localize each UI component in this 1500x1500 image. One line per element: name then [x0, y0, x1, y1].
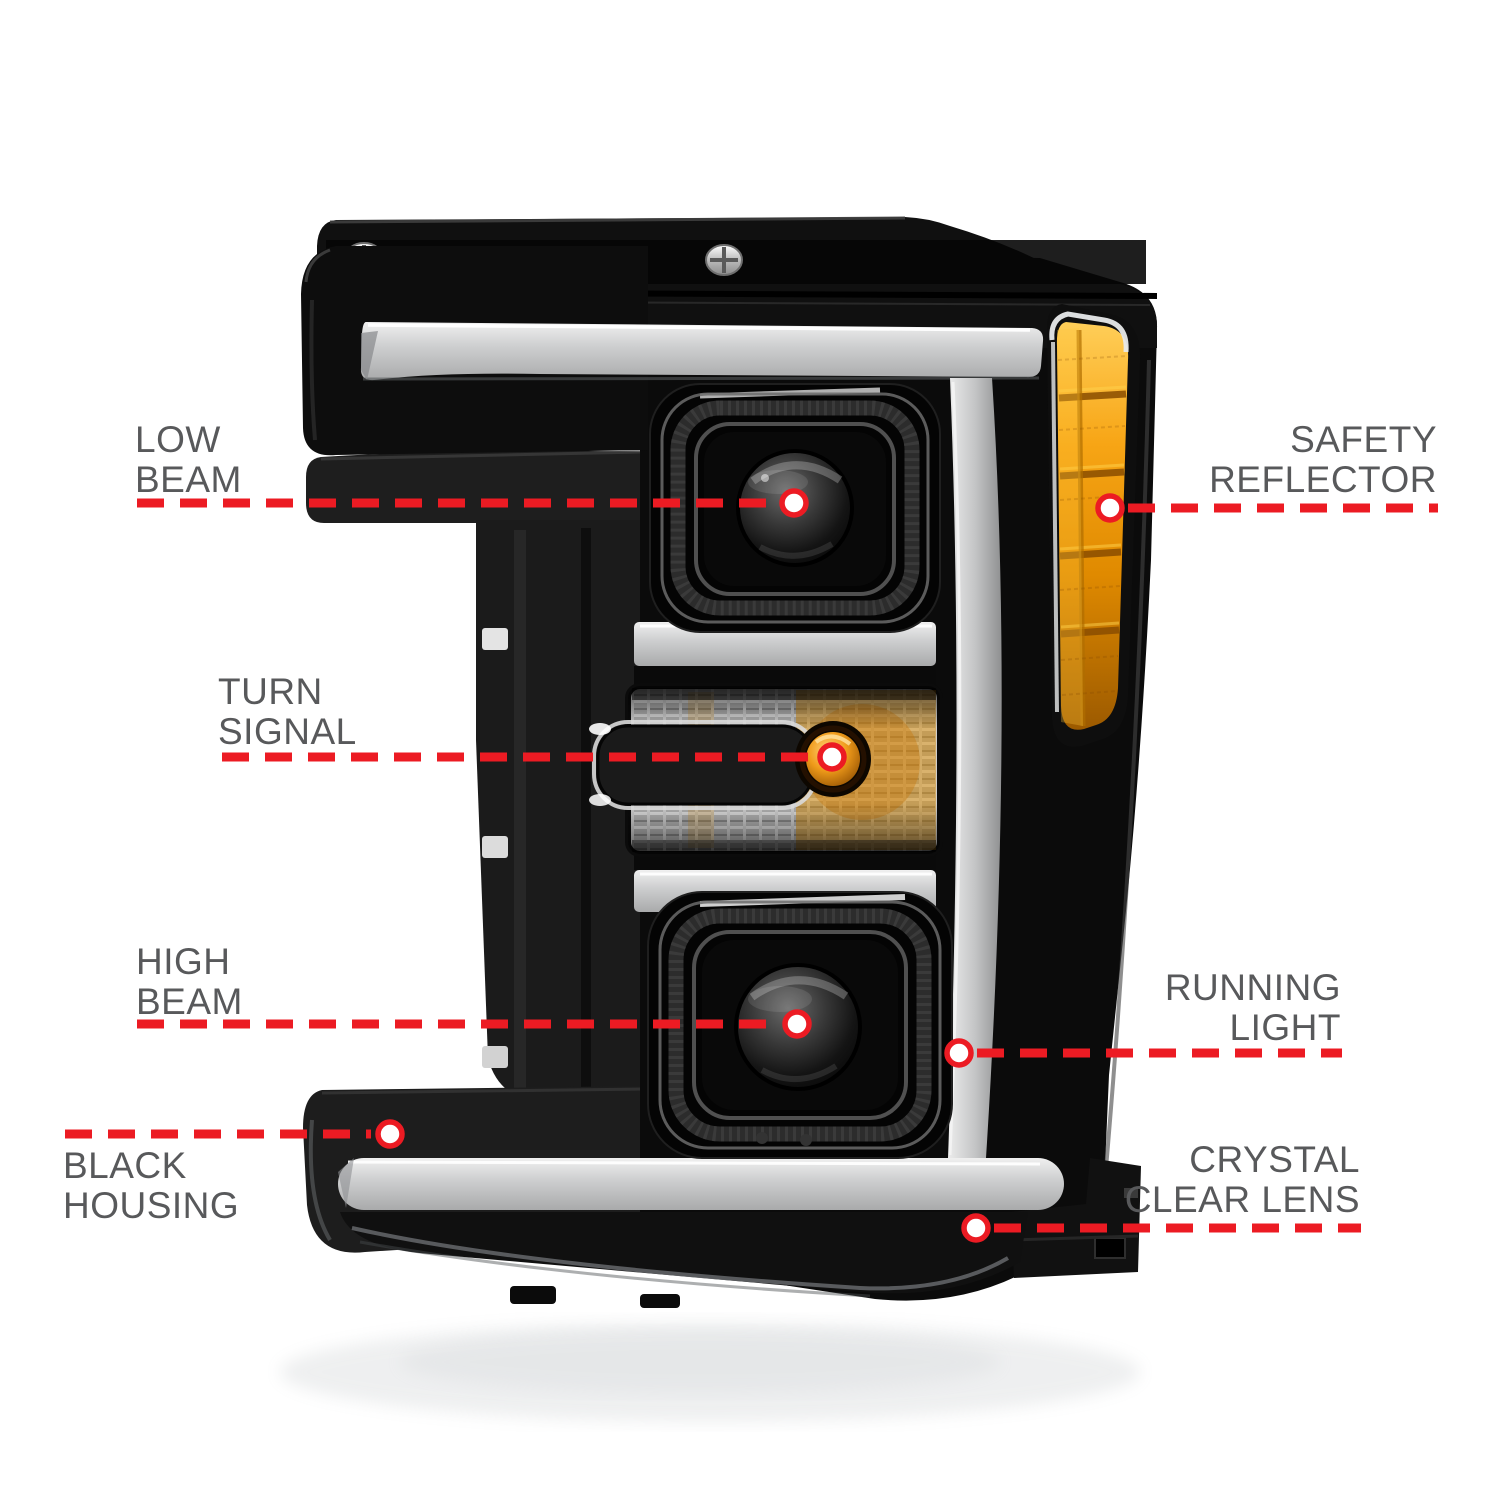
running-light-label: RUNNING LIGHT [1164, 967, 1341, 1048]
running-light-marker-dot [944, 1038, 974, 1068]
drl-bottom-bar [338, 1158, 1064, 1210]
clear-lens-bottom [308, 1119, 1028, 1308]
screw-icon [705, 244, 743, 276]
safety-reflector-marker-dot [1095, 493, 1125, 523]
turn-signal-marker-dot [817, 742, 847, 772]
mounting-bracket [1011, 1158, 1141, 1278]
black-housing-marker-dot [375, 1119, 405, 1149]
turn-signal-lens [589, 683, 943, 857]
high-beam-label: HIGH BEAM [136, 941, 243, 1022]
drl-right-bar [948, 378, 1002, 1158]
drl-top-bar [360, 322, 1044, 381]
crystal-clear-lens-label: CRYSTAL CLEAR LENS [1124, 1139, 1360, 1220]
reflection-shadow [280, 1322, 1140, 1422]
black-housing-label: BLACK HOUSING [63, 1145, 240, 1226]
low-beam-marker-dot [779, 488, 809, 518]
low-beam-label: LOW BEAM [135, 419, 242, 500]
side-safety-reflector [1046, 304, 1141, 747]
high-beam-marker-dot [782, 1009, 812, 1039]
safety-reflector-label: SAFETY REFLECTOR [1209, 419, 1437, 500]
crystal-clear-lens-marker-dot [961, 1213, 991, 1243]
turn-signal-label: TURN SIGNAL [218, 671, 357, 752]
